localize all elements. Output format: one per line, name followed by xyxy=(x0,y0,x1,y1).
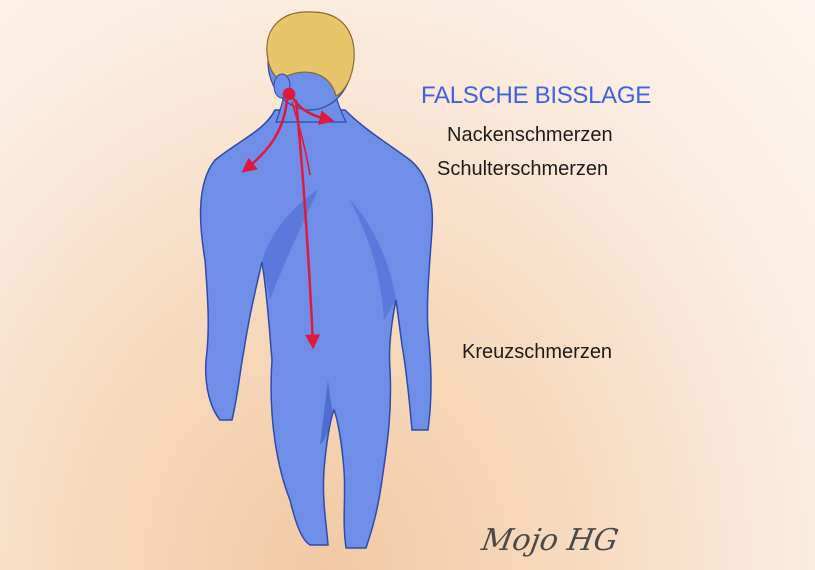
artist-signature: Mojo HG xyxy=(479,523,621,558)
body-silhouette xyxy=(201,88,433,548)
jaw-origin-marker xyxy=(284,89,294,99)
head xyxy=(267,12,354,110)
shoulder-pain-label: Schulterschmerzen xyxy=(437,158,608,181)
neck-pain-label: Nackenschmerzen xyxy=(447,124,613,147)
lower-back-pain-label: Kreuzschmerzen xyxy=(462,341,612,364)
diagram-title: FALSCHE BISSLAGE xyxy=(421,82,651,110)
